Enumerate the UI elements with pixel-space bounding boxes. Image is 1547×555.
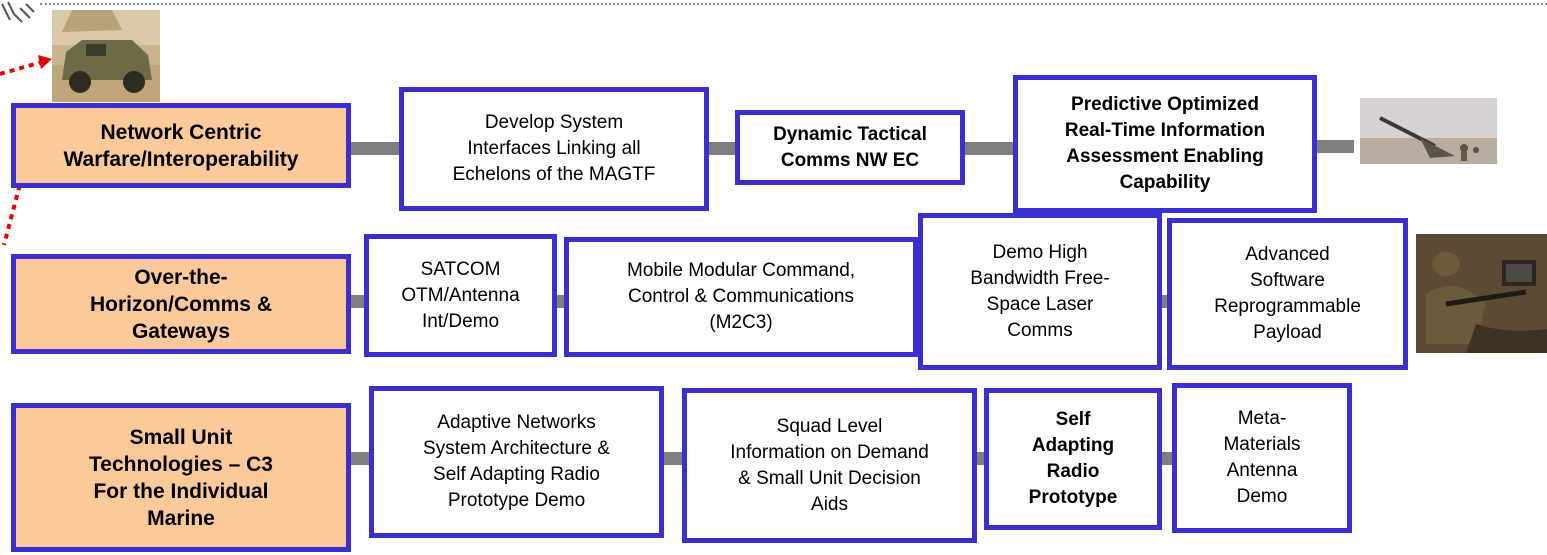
- item-squad-level-information: Squad Level Information on Demand & Smal…: [682, 388, 977, 543]
- item-predictive-optimized: Predictive Optimized Real-Time Informati…: [1013, 75, 1317, 213]
- item-adaptive-networks: Adaptive Networks System Architecture & …: [369, 386, 664, 538]
- item-meta-materials-antenna: Meta- Materials Antenna Demo: [1172, 383, 1352, 533]
- connector: [345, 142, 403, 155]
- figure-sketch-icon: [1, 1, 35, 23]
- item-advanced-software: Advanced Software Reprogrammable Payload: [1167, 218, 1408, 370]
- artillery-photo: [1360, 98, 1497, 164]
- item-demo-high-bandwidth: Demo High Bandwidth Free- Space Laser Co…: [918, 213, 1162, 370]
- item-self-adapting-radio: Self Adapting Radio Prototype: [984, 388, 1162, 530]
- connector: [660, 452, 686, 465]
- category-network-centric: Network Centric Warfare/Interoperability: [11, 103, 351, 188]
- item-dynamic-tactical-comms: Dynamic Tactical Comms NW EC: [735, 110, 965, 185]
- connector: [1312, 140, 1354, 153]
- item-develop-system-interfaces: Develop System Interfaces Linking all Ec…: [399, 87, 709, 211]
- category-small-unit-technologies: Small Unit Technologies – C3 For the Ind…: [11, 403, 351, 552]
- item-satcom-otm: SATCOM OTM/Antenna Int/Demo: [364, 234, 557, 357]
- connector: [960, 142, 1017, 155]
- item-mobile-modular-command: Mobile Modular Command, Control & Commun…: [564, 237, 918, 357]
- category-over-the-horizon: Over-the- Horizon/Comms & Gateways: [11, 254, 351, 354]
- connector: [705, 142, 740, 155]
- connector: [345, 452, 373, 465]
- humvee-photo: [52, 10, 160, 102]
- top-dotted-border: [40, 3, 1547, 5]
- soldier-photo: [1416, 234, 1547, 353]
